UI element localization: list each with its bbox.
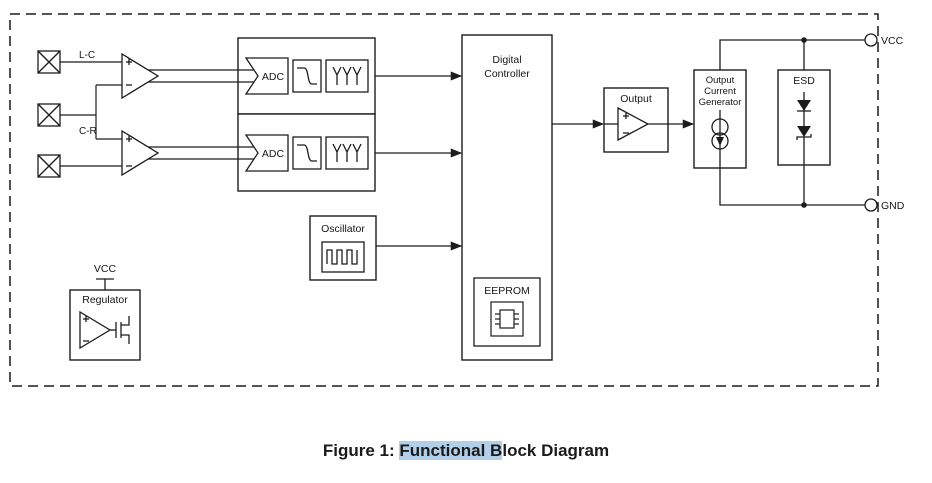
gnd-label: GND bbox=[881, 200, 905, 212]
caption-rest: lock Diagram bbox=[502, 441, 610, 460]
sensor-element-icon bbox=[37, 103, 61, 127]
lowpass-filter-icon bbox=[297, 67, 317, 85]
vcc-rail bbox=[719, 39, 865, 70]
vcc-label: VCC bbox=[881, 35, 904, 47]
adc-symbol bbox=[244, 134, 289, 172]
ocg-label-line1: Output bbox=[706, 75, 735, 86]
supply-rails bbox=[719, 37, 865, 208]
label-cr: C-R bbox=[79, 126, 97, 137]
ocg-label-line3: Generator bbox=[699, 97, 742, 108]
junction-dot bbox=[801, 37, 807, 43]
esd-diodes-icon bbox=[796, 92, 812, 160]
regulator-label: Regulator bbox=[82, 294, 128, 306]
comb-filter-icon bbox=[332, 66, 362, 85]
oscillator-label: Oscillator bbox=[321, 223, 365, 235]
output-block: Output bbox=[603, 87, 669, 153]
sensor-element-icon bbox=[37, 154, 61, 178]
regulator-vcc-label: VCC bbox=[94, 263, 117, 275]
gnd-terminal: GND bbox=[864, 198, 905, 212]
eeprom-block: EEPROM bbox=[473, 277, 541, 347]
label-lc: L-C bbox=[79, 50, 95, 61]
esd-block: ESD bbox=[777, 69, 831, 166]
square-wave-icon bbox=[326, 249, 358, 265]
opamp-icon bbox=[121, 52, 160, 100]
adc-symbol bbox=[244, 57, 289, 95]
sensor-element-icon bbox=[37, 50, 61, 74]
afe-channel-1: ADC bbox=[237, 37, 376, 115]
input-amplifier-2 bbox=[121, 129, 160, 177]
figure-caption: Figure 1: Functional Block Diagram bbox=[0, 441, 932, 461]
gnd-rail bbox=[719, 168, 865, 206]
afe-channel-2: ADC bbox=[237, 113, 376, 192]
adc-label: ADC bbox=[262, 71, 285, 83]
junction-dot bbox=[801, 202, 807, 208]
output-label: Output bbox=[620, 93, 652, 105]
output-current-generator-block: Output Current Generator bbox=[693, 69, 747, 169]
opamp-icon bbox=[604, 106, 668, 142]
input-amplifier-1 bbox=[121, 52, 160, 100]
current-source-icon bbox=[711, 110, 729, 168]
digital-controller-label-line2: Controller bbox=[484, 68, 530, 80]
adc-label: ADC bbox=[262, 148, 285, 160]
signal-arrows bbox=[375, 71, 695, 251]
caption-prefix: Figure 1: bbox=[322, 441, 400, 460]
ocg-label-line2: Current bbox=[704, 86, 736, 97]
power-tap-icon bbox=[96, 278, 114, 290]
vcc-terminal: VCC bbox=[864, 33, 904, 47]
sensor-elements bbox=[37, 50, 61, 178]
lowpass-filter-icon bbox=[297, 144, 317, 162]
transistor-icon bbox=[110, 316, 130, 344]
digital-controller-block: Digital Controller EEPROM bbox=[461, 34, 553, 361]
opamp-icon bbox=[121, 129, 160, 177]
terminal-pin-icon bbox=[864, 198, 878, 212]
comb-filter-icon bbox=[332, 143, 362, 162]
digital-controller-label-line1: Digital bbox=[492, 54, 521, 66]
ic-chip-icon bbox=[490, 301, 524, 337]
oscillator-block: Oscillator bbox=[309, 215, 377, 281]
terminal-pin-icon bbox=[864, 33, 878, 47]
caption-selected-text: Functional B bbox=[399, 441, 503, 460]
signal-wires bbox=[60, 61, 254, 167]
chip-boundary bbox=[9, 13, 879, 387]
eeprom-label: EEPROM bbox=[484, 285, 530, 297]
regulator-block: VCC Regulator bbox=[69, 263, 141, 361]
esd-label: ESD bbox=[793, 75, 815, 87]
opamp-icon bbox=[79, 310, 112, 350]
